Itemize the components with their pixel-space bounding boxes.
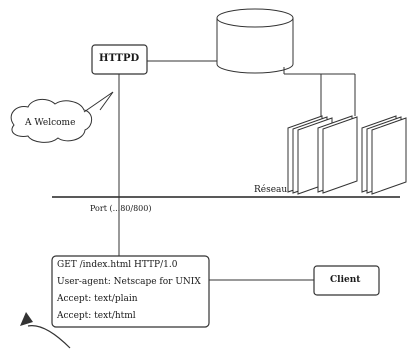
cloud-pointer [83,91,114,113]
cloud-label: A Welcome [25,118,76,128]
request-line: GET /index.html HTTP/1.0 [57,260,178,270]
request-box [51,255,210,328]
request-lines: GET /index.html HTTP/1.0 User-agent: Net… [57,261,207,325]
httpd-box [91,44,148,75]
port-label: Port (...80/800) [90,204,152,213]
loop-arrow-head [20,312,33,326]
document-stack-2 [317,115,358,194]
request-line: Accept: text/html [57,311,136,321]
request-line: Accept: text/plain [57,294,138,304]
request-line: User-agent: Netscape for UNIX [57,277,201,287]
client-label: Client [330,275,361,285]
database-cylinder [216,8,294,74]
network-label: Réseau [254,185,288,195]
client-box [313,265,380,296]
welcome-cloud [10,99,93,143]
document-stack-3 [361,115,407,195]
loop-arrow [27,325,71,349]
httpd-label: HTTPD [99,53,140,64]
